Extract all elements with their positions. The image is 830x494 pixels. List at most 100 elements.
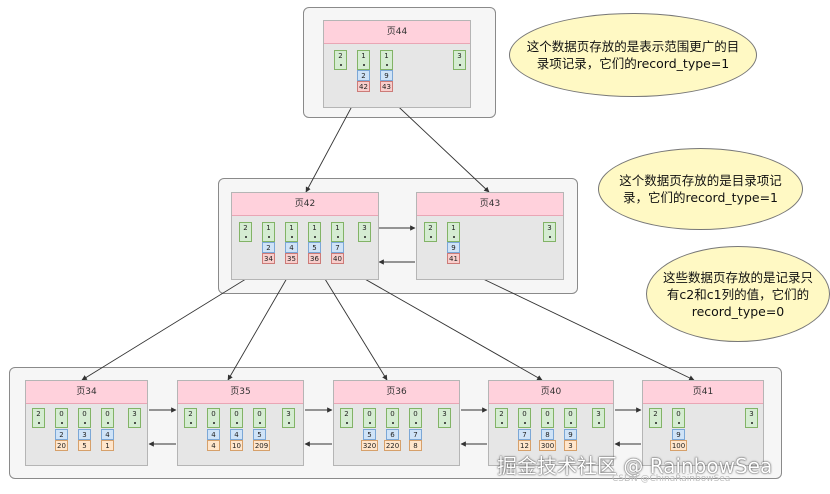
- arrow-44-to-42: [305, 94, 359, 193]
- page-title: 页35: [178, 381, 303, 404]
- record-key: 2: [357, 70, 370, 81]
- record-key: 5: [253, 429, 266, 440]
- record-key: 7: [518, 429, 531, 440]
- record-supremum: 3: [592, 408, 605, 428]
- record-key: 2: [262, 242, 275, 253]
- record-value: 220: [384, 440, 401, 451]
- page-title: 页43: [417, 193, 563, 216]
- record-supremum: 3: [358, 222, 371, 242]
- record-value: 320: [361, 440, 378, 451]
- record-key: 5: [363, 429, 376, 440]
- arrow-42-to-34: [81, 265, 268, 381]
- arrow-42-to-36: [316, 265, 388, 381]
- record-key: 4: [207, 429, 220, 440]
- record: 0: [409, 408, 422, 428]
- page-35: 页35 2 0 0 0 3 4 4 5 4 10 209: [177, 380, 304, 466]
- record-value: 10: [230, 440, 243, 451]
- arrow-42-to-40: [341, 265, 543, 381]
- record-key: 9: [672, 429, 685, 440]
- record-value: 8: [409, 440, 422, 451]
- record-key: 9: [447, 242, 460, 253]
- page-43: 页43 2 1 3 9 41: [416, 192, 564, 280]
- page-pointer: 36: [308, 253, 321, 264]
- arrow-42-to-35: [227, 265, 295, 381]
- page-44: 页44 2 1 1 3 2 9 42 43: [323, 20, 471, 108]
- record: 0: [78, 408, 91, 428]
- record-value: 100: [670, 440, 687, 451]
- page-42: 页42 2 1 1 1 1 3 2 4 5 7 34 35 36 40: [231, 192, 379, 280]
- page-pointer: 40: [331, 253, 344, 264]
- page-41: 页41 2 0 3 9 100: [642, 380, 764, 466]
- record: 1: [380, 50, 393, 70]
- page-pointer: 43: [380, 81, 393, 92]
- record: 0: [230, 408, 243, 428]
- record: 1: [262, 222, 275, 242]
- page-34: 页34 2 0 0 0 3 2 3 4 20 5 1: [25, 380, 148, 466]
- record: 0: [541, 408, 554, 428]
- record: 0: [101, 408, 114, 428]
- record-key: 9: [564, 429, 577, 440]
- record-value: 5: [78, 440, 91, 451]
- note-bottom: 这些数据页存放的是记录只有c2和c1列的值，它们的record_type=0: [646, 246, 830, 342]
- record: 1: [285, 222, 298, 242]
- record-supremum: 3: [745, 408, 758, 428]
- page-pointer: 34: [262, 253, 275, 264]
- record-infimum: 2: [424, 222, 437, 242]
- record-value: 12: [518, 440, 531, 451]
- page-title: 页40: [489, 381, 613, 404]
- watermark: 掘金技术社区 @ RainbowSea: [497, 454, 773, 478]
- arrow-43-to-41: [455, 265, 695, 381]
- record-value: 20: [55, 440, 68, 451]
- record: 0: [386, 408, 399, 428]
- record: 0: [518, 408, 531, 428]
- arrow-44-to-43: [385, 94, 490, 193]
- record-supremum: 3: [128, 408, 141, 428]
- page-36: 页36 2 0 0 0 3 5 6 7 320 220 8: [333, 380, 460, 466]
- page-title: 页41: [643, 381, 763, 404]
- record-infimum: 2: [340, 408, 353, 428]
- record-key: 6: [386, 429, 399, 440]
- record-supremum: 3: [543, 222, 556, 242]
- record-infimum: 2: [649, 408, 662, 428]
- record-value: 300: [539, 440, 556, 451]
- record: 0: [55, 408, 68, 428]
- record: 0: [672, 408, 685, 428]
- record-value: 4: [207, 440, 220, 451]
- page-title: 页34: [26, 381, 147, 404]
- page-pointer: 35: [285, 253, 298, 264]
- page-pointer: 42: [357, 81, 370, 92]
- record: 1: [308, 222, 321, 242]
- record-infimum: 2: [32, 408, 45, 428]
- note-top: 这个数据页存放的是表示范围更广的目录项记录，它们的record_type=1: [509, 13, 757, 97]
- record-supremum: 3: [438, 408, 451, 428]
- record: 1: [331, 222, 344, 242]
- record-infimum: 2: [334, 50, 347, 70]
- record-key: 4: [101, 429, 114, 440]
- watermark-sub: CSDN @ChinaRainbowSea: [612, 474, 731, 484]
- record-infimum: 2: [184, 408, 197, 428]
- page-title: 页44: [324, 21, 470, 44]
- record-value: 209: [253, 440, 270, 451]
- record: 0: [363, 408, 376, 428]
- record-infimum: 2: [495, 408, 508, 428]
- record-key: 7: [331, 242, 344, 253]
- record-key: 5: [308, 242, 321, 253]
- record: 1: [447, 222, 460, 242]
- record-key: 3: [78, 429, 91, 440]
- record-key: 8: [541, 429, 554, 440]
- record: 0: [253, 408, 266, 428]
- note-mid: 这个数据页存放的是目录项记录，它们的record_type=1: [598, 148, 803, 230]
- record-key: 4: [230, 429, 243, 440]
- record: 1: [357, 50, 370, 70]
- record-value: 1: [101, 440, 114, 451]
- record-supremum: 3: [282, 408, 295, 428]
- record-key: 9: [380, 70, 393, 81]
- page-40: 页40 2 0 0 0 3 7 8 9 12 300 3: [488, 380, 614, 466]
- record-key: 2: [55, 429, 68, 440]
- page-title: 页36: [334, 381, 459, 404]
- page-title: 页42: [232, 193, 378, 216]
- record-value: 3: [564, 440, 577, 451]
- page-pointer: 41: [447, 253, 460, 264]
- record-key: 7: [409, 429, 422, 440]
- record-supremum: 3: [453, 50, 466, 70]
